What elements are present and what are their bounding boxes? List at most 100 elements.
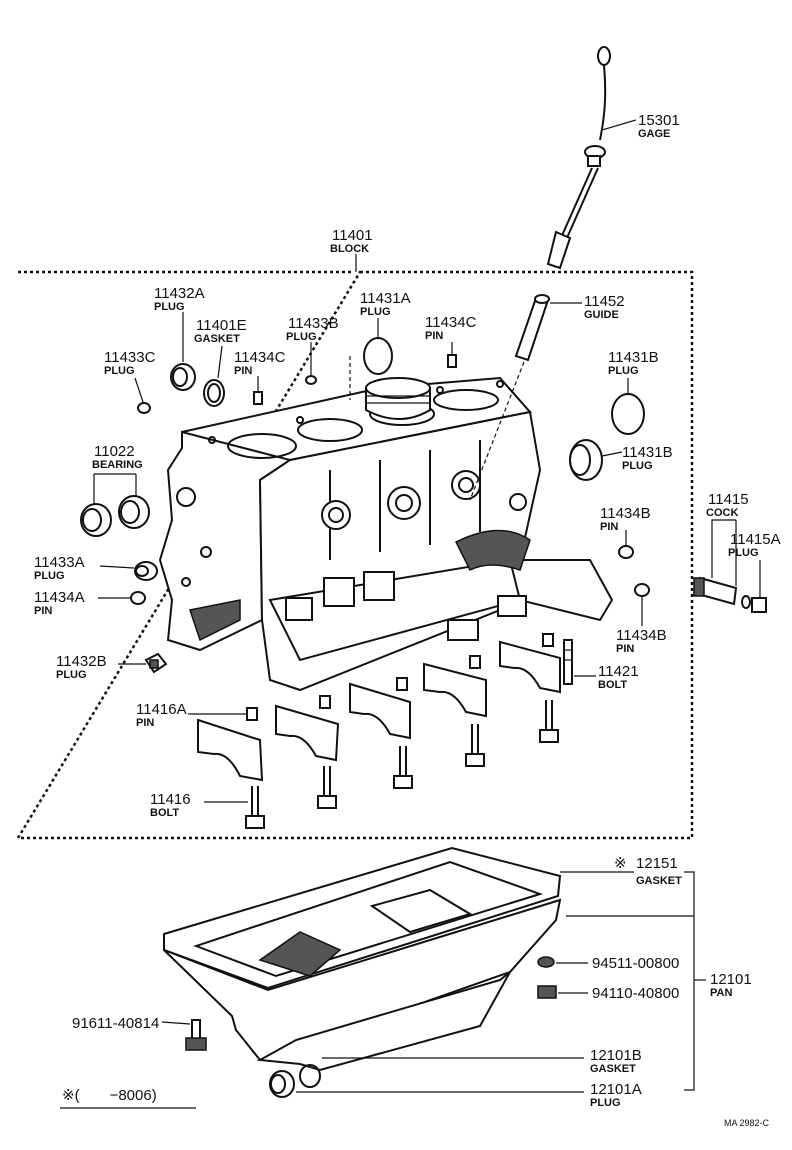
label-11415A-number: 11415A (730, 531, 781, 548)
label-15301-number: 15301 (638, 112, 680, 129)
label-11432A-name: PLUG (154, 301, 185, 313)
guide-11452[interactable] (514, 294, 550, 362)
label-11401E-name: GASKET (194, 333, 240, 345)
hardware-94110-number: 94110-40800 (592, 985, 679, 1002)
plug-11433B[interactable] (305, 375, 317, 385)
label-11432B-number: 11432B (56, 653, 107, 670)
label-11431B-lower-number: 11431B (622, 444, 673, 461)
label-12101A-number: 12101A (590, 1081, 642, 1098)
plug-11433C[interactable] (137, 402, 151, 414)
label-11431A-name: PLUG (360, 306, 391, 318)
label-12151-prefix: ※ (614, 855, 627, 872)
label-11416-name: BOLT (150, 807, 179, 819)
label-11421-number: 11421 (598, 663, 639, 680)
labels: 15301 GAGE 11401 BLOCK 11432A PLUG 11401… (34, 112, 781, 1128)
leader-11433C (134, 377, 144, 403)
nut-94511[interactable] (537, 956, 555, 968)
plug-11431A[interactable] (363, 337, 393, 375)
label-11434C-right-number: 11434C (425, 314, 477, 331)
label-11415A-name: PLUG (728, 547, 759, 559)
pin-11434B-upper[interactable] (618, 545, 634, 559)
label-11434C-left-name: PIN (234, 365, 252, 377)
label-11401E-number: 11401E (196, 317, 247, 334)
plug-11433A[interactable] (134, 561, 158, 581)
label-11431A-number: 11431A (360, 290, 411, 307)
label-11434B-upper-number: 11434B (600, 505, 651, 522)
leader-12101 (566, 871, 695, 1091)
label-11431B-upper-number: 11431B (608, 349, 659, 366)
label-11416A-number: 11416A (136, 701, 187, 718)
label-11401-name: BLOCK (330, 243, 369, 255)
pin-11434A[interactable] (130, 591, 146, 605)
leader-11415 (711, 519, 737, 586)
label-11452-number: 11452 (584, 293, 625, 310)
pin-11434B-lower[interactable] (634, 583, 650, 597)
guide-path-dashed (469, 361, 525, 501)
label-11434B-lower-number: 11434B (616, 627, 667, 644)
plug-11432A[interactable] (170, 363, 196, 391)
label-11433A-number: 11433A (34, 554, 85, 571)
label-12101-number: 12101 (710, 971, 752, 988)
label-11416-number: 11416 (150, 791, 191, 808)
bolt-11421[interactable] (563, 639, 573, 685)
label-11434A-number: 11434A (34, 589, 85, 606)
plug-11415A[interactable] (741, 595, 767, 613)
label-12101-name: PAN (710, 987, 732, 999)
bearing-11022[interactable] (80, 495, 150, 537)
nut-94110[interactable] (537, 985, 557, 999)
leader-11401E (217, 345, 223, 379)
main-bearing-caps[interactable] (197, 640, 561, 782)
label-11433C-name: PLUG (104, 365, 135, 377)
label-11022-number: 11022 (94, 443, 135, 460)
leader-11431B-lower (601, 451, 623, 457)
leader-11022 (93, 473, 137, 504)
oil-level-gage[interactable] (546, 46, 611, 270)
label-11433A-name: PLUG (34, 570, 65, 582)
plug-11431B-lower[interactable] (569, 439, 603, 481)
footnote: ※( −8006) (62, 1087, 157, 1104)
cylinder-block[interactable] (158, 376, 614, 692)
label-11433B-name: PLUG (286, 331, 317, 343)
drain-cock-11415[interactable] (693, 576, 738, 606)
label-15301-name: GAGE (638, 128, 670, 140)
figure-code: MA 2982-C (724, 1118, 770, 1128)
bolts-11416[interactable] (245, 700, 559, 829)
label-11432A-number: 11432A (154, 285, 205, 302)
leader-91611 (161, 1021, 191, 1025)
label-11452-name: GUIDE (584, 309, 619, 321)
label-11416A-name: PIN (136, 717, 154, 729)
gasket-11401E[interactable] (203, 379, 225, 407)
label-11434C-right-name: PIN (425, 330, 443, 342)
leader-11433A (99, 565, 135, 569)
label-11434C-left-number: 11434C (234, 349, 286, 366)
plug-11431B-upper[interactable] (611, 393, 645, 435)
pins-11416A[interactable] (246, 633, 554, 721)
label-12101B-name: GASKET (590, 1063, 636, 1075)
label-11421-name: BOLT (598, 679, 627, 691)
label-11401-number: 11401 (332, 227, 373, 244)
block-assembly-frame (15, 270, 694, 840)
pin-11434C-left[interactable] (253, 391, 263, 405)
label-11415-number: 11415 (708, 491, 749, 508)
label-12101A-name: PLUG (590, 1097, 621, 1109)
label-12151-number: 12151 (636, 855, 678, 872)
label-11433C-number: 11433C (104, 349, 156, 366)
label-11434B-upper-name: PIN (600, 521, 618, 533)
label-12151-name: GASKET (636, 875, 682, 887)
bolt-91611[interactable] (185, 1019, 207, 1051)
oil-pan-12101[interactable] (163, 860, 562, 1072)
hardware-94511-number: 94511-00800 (592, 955, 679, 972)
label-11022-name: BEARING (92, 459, 143, 471)
label-11431B-lower-name: PLUG (622, 460, 653, 472)
pin-11434C-right[interactable] (447, 354, 457, 368)
label-12101B-number: 12101B (590, 1047, 642, 1064)
hardware-91611-number: 91611-40814 (72, 1015, 159, 1032)
gasket-12101B[interactable] (299, 1064, 321, 1088)
label-11431B-upper-name: PLUG (608, 365, 639, 377)
plug-11432B[interactable] (144, 652, 168, 674)
label-11433B-number: 11433B (288, 315, 339, 332)
plug-12101A[interactable] (269, 1070, 295, 1098)
label-11434B-lower-name: PIN (616, 643, 634, 655)
label-11434A-name: PIN (34, 605, 52, 617)
